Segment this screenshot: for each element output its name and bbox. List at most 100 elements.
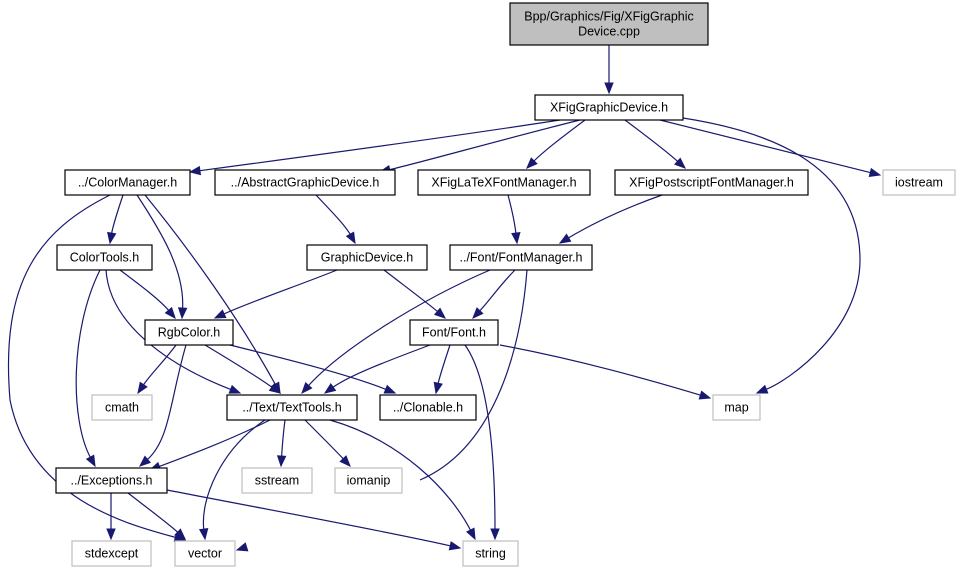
node-label: iomanip — [347, 474, 391, 488]
node-latex[interactable]: XFigLaTeXFontManager.h — [417, 169, 591, 196]
node-box — [614, 169, 809, 196]
node-absgd[interactable]: ../AbstractGraphicDevice.h — [214, 169, 396, 196]
arrowhead-icon — [174, 528, 186, 540]
edge-rgb-to-exceptions — [138, 344, 187, 467]
edge-line — [419, 269, 528, 481]
node-label: ../Text/TextTools.h — [242, 401, 341, 415]
node-box — [241, 467, 313, 494]
node-box — [174, 540, 236, 567]
edge-line — [682, 117, 861, 391]
node-label: map — [724, 401, 748, 415]
node-label: XFigGraphicDevice.h — [550, 101, 668, 115]
edge-root-to-xfiggd — [604, 44, 614, 95]
edge-colormgr-to-colortools — [107, 194, 124, 245]
node-label: stdexcept — [85, 547, 139, 561]
arrowhead-icon — [138, 455, 152, 467]
arrowhead-icon — [433, 307, 447, 319]
edge-line — [329, 419, 472, 532]
edge-line — [110, 194, 124, 235]
node-label: string — [475, 547, 506, 561]
node-label: ../ColorManager.h — [78, 176, 177, 190]
edge-line — [478, 269, 516, 312]
edge-texttools-to-sstream — [276, 419, 287, 468]
edge-line — [142, 344, 177, 386]
edge-font-to-clonable — [433, 344, 451, 395]
node-box — [334, 467, 403, 494]
node-box — [449, 244, 593, 271]
arrowhead-icon — [213, 309, 227, 319]
arrowhead-icon — [137, 381, 148, 395]
node-box — [64, 169, 191, 196]
edge-fontmgr-to-texttools — [301, 269, 491, 395]
node-label: ../Clonable.h — [393, 401, 463, 415]
edge-line — [202, 419, 266, 531]
node-exceptions[interactable]: ../Exceptions.h — [55, 467, 168, 494]
node-box — [462, 540, 519, 567]
edge-line — [464, 344, 496, 531]
arrowhead-icon — [490, 528, 500, 541]
node-rgb[interactable]: RgbColor.h — [144, 319, 234, 346]
node-label: Font/Font.h — [422, 326, 486, 340]
edge-line — [388, 119, 581, 171]
edge-line — [532, 119, 586, 163]
node-fontmgr[interactable]: ../Font/FontManager.h — [449, 244, 593, 271]
edge-texttools-to-exceptions — [148, 419, 271, 471]
node-xfiggd[interactable]: XFigGraphicDevice.h — [534, 94, 684, 121]
edge-line — [119, 269, 170, 312]
node-box — [712, 394, 761, 421]
node-label: vector — [188, 547, 222, 561]
node-box — [417, 169, 591, 196]
arrowhead-icon — [511, 232, 521, 245]
node-sstream: sstream — [241, 467, 313, 494]
edges-layer — [7, 44, 882, 552]
node-label: XFigLaTeXFontManager.h — [431, 176, 576, 190]
arrowhead-icon — [107, 231, 117, 245]
edge-line — [307, 269, 491, 387]
edge-texttools-to-iomanip — [304, 419, 351, 467]
node-root: Bpp/Graphics/Fig/XFigGraphicDevice.cpp — [509, 2, 709, 46]
node-cmath: cmath — [91, 394, 153, 421]
node-box — [214, 169, 396, 196]
node-label: ../Font/FontManager.h — [460, 251, 583, 265]
arrowhead-icon — [164, 306, 176, 320]
node-colortools[interactable]: ColorTools.h — [56, 244, 153, 271]
edge-line — [383, 269, 439, 313]
arrowhead-icon — [345, 231, 356, 245]
nodes-layer: Bpp/Graphics/Fig/XFigGraphicDevice.cppXF… — [55, 2, 956, 567]
node-font[interactable]: Font/Font.h — [409, 319, 499, 346]
edge-line — [659, 119, 872, 174]
node-map: map — [712, 394, 761, 421]
edge-line — [437, 344, 451, 385]
edge-gd-to-font — [383, 269, 447, 319]
edge-line — [304, 419, 345, 460]
node-vector: vector — [174, 540, 236, 567]
edge-xfiggd-to-latex — [526, 119, 586, 169]
edge-ps-to-fontmgr — [558, 194, 663, 244]
arrowhead-icon — [301, 381, 313, 395]
node-box — [56, 244, 153, 271]
node-stdexcept: stdexcept — [71, 540, 152, 567]
node-string: string — [462, 540, 519, 567]
edge-line — [499, 344, 702, 396]
arrowhead-icon — [339, 455, 351, 467]
node-colormgr[interactable]: ../ColorManager.h — [64, 169, 191, 196]
edge-colormgr-to-texttools — [144, 194, 281, 395]
node-gd[interactable]: GraphicDevice.h — [306, 244, 428, 271]
node-texttools[interactable]: ../Text/TextTools.h — [226, 394, 358, 421]
edge-texttools-to-vector — [198, 419, 266, 541]
node-ps[interactable]: XFigPostscriptFontManager.h — [614, 169, 809, 196]
edge-exceptions-to-stdexcept — [106, 493, 116, 541]
node-label: RgbColor.h — [158, 326, 221, 340]
edge-rgb-to-cmath — [137, 344, 177, 395]
edge-xfiggd-to-colormgr — [188, 119, 561, 176]
edge-texttools-to-string — [329, 419, 476, 541]
node-label: GraphicDevice.h — [321, 251, 413, 265]
edge-latex-to-fontmgr — [507, 194, 521, 245]
node-box — [882, 169, 956, 196]
edge-line — [144, 194, 277, 386]
node-clonable[interactable]: ../Clonable.h — [379, 394, 477, 421]
edge-line — [136, 194, 184, 310]
node-label: ../AbstractGraphicDevice.h — [231, 176, 380, 190]
edge-xfiggd-to-iostream — [659, 119, 882, 178]
